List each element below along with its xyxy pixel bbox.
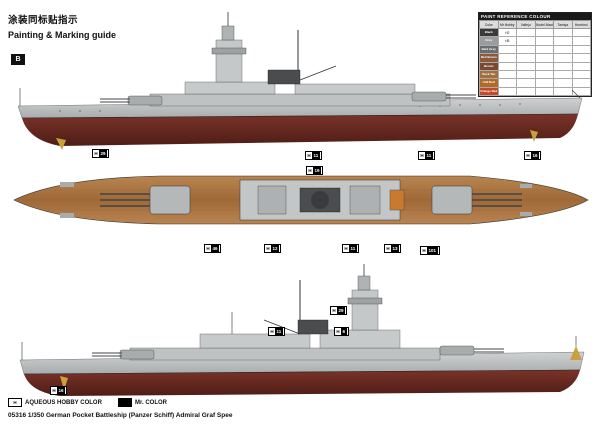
side-view-top xyxy=(17,12,583,150)
hull-lower-red xyxy=(22,114,578,146)
title-english: Painting & Marking guide xyxy=(8,30,117,40)
hull-lower-red-bottom xyxy=(24,370,580,396)
paint-table-row: Orange Red xyxy=(479,86,591,97)
legend-mr-color: Mr. COLOR xyxy=(118,398,167,407)
paint-table-title: PAINT REFERENCE COLOUR xyxy=(479,13,591,20)
legend-aqueous-label: AQUEOUS HOBBY COLOR xyxy=(25,399,102,406)
title-chinese: 涂装同标贴指示 xyxy=(8,15,79,26)
paint-cell xyxy=(571,86,591,97)
legend-mr-label: Mr. COLOR xyxy=(135,399,168,406)
footer-title: 05316 1/350 German Pocket Battleship (Pa… xyxy=(8,412,233,419)
legend-aqueous: H AQUEOUS HOBBY COLOR xyxy=(8,398,102,407)
side-view-bottom xyxy=(19,264,585,396)
legend-aqueous-box: H xyxy=(8,398,22,407)
deck-plan-view xyxy=(13,175,589,225)
legend-mr-box xyxy=(118,398,132,407)
section-label: B xyxy=(11,54,25,65)
